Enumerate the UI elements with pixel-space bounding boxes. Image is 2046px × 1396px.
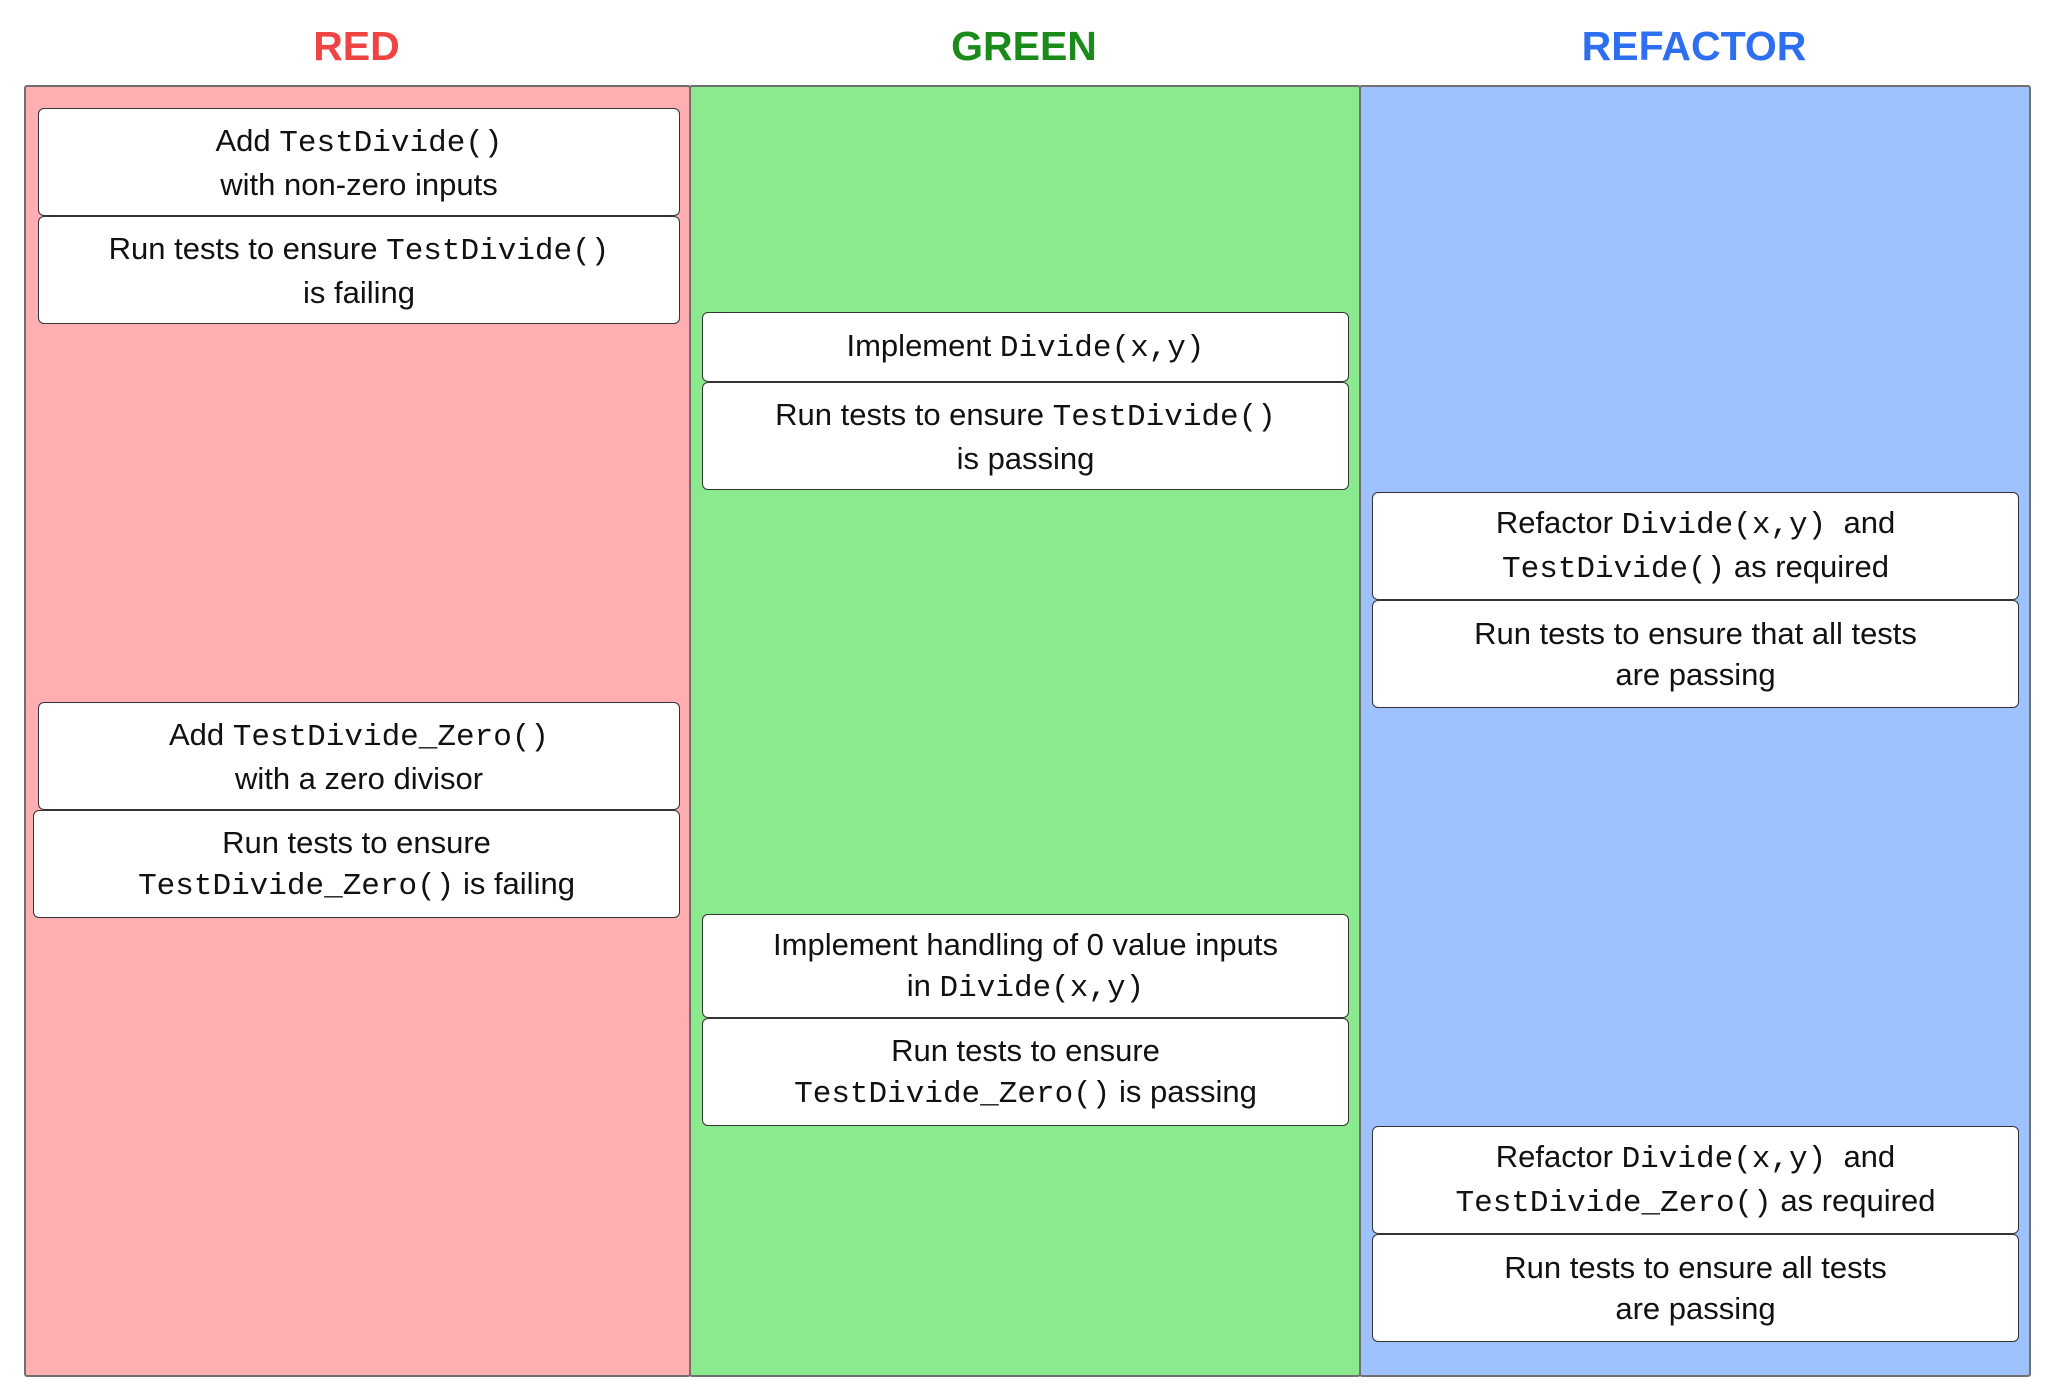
refactor-phase-title: REFACTOR	[1581, 23, 1807, 69]
step-run-tests-zero-failing: Run tests to ensure TestDivide_Zero() is…	[33, 810, 680, 918]
step-add-testdivide-zero: Add TestDivide_Zero() with a zero diviso…	[38, 702, 680, 810]
step-run-all-tests-passing-final: Run tests to ensure all tests are passin…	[1372, 1234, 2019, 1342]
step-run-tests-failing: Run tests to ensure TestDivide() is fail…	[38, 216, 680, 324]
green-phase-lane	[689, 85, 1361, 1377]
step-refactor-divide-zero: Refactor Divide(x,y) and TestDivide_Zero…	[1372, 1126, 2019, 1234]
green-phase-title: GREEN	[951, 23, 1097, 69]
step-refactor-divide: Refactor Divide(x,y) and TestDivide() as…	[1372, 492, 2019, 600]
step-run-tests-zero-passing: Run tests to ensure TestDivide_Zero() is…	[702, 1018, 1349, 1126]
step-implement-divide: Implement Divide(x,y)	[702, 312, 1349, 382]
step-implement-zero-handling: Implement handling of 0 value inputs in …	[702, 914, 1349, 1018]
step-run-tests-passing: Run tests to ensure TestDivide() is pass…	[702, 382, 1349, 490]
step-add-testdivide: Add TestDivide() with non-zero inputs	[38, 108, 680, 216]
step-run-all-tests-passing: Run tests to ensure that all tests are p…	[1372, 600, 2019, 708]
red-phase-title: RED	[313, 23, 400, 69]
